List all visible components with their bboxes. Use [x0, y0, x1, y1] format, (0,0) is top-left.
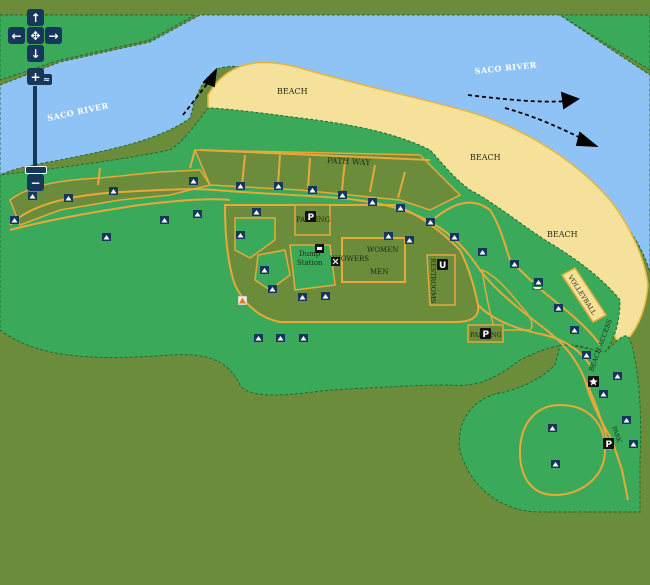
island-2: [254, 249, 291, 291]
campsite-tent-icon[interactable]: [193, 210, 202, 218]
svg-text:P: P: [606, 440, 613, 450]
campsite-tent-icon[interactable]: [368, 198, 377, 206]
campsite-tent-icon[interactable]: [28, 192, 37, 200]
campsite-tent-icon[interactable]: [298, 293, 307, 301]
forest-top-right: [558, 14, 650, 71]
label-dump-2: Station: [297, 259, 323, 267]
label-dump-1: Dump: [299, 250, 321, 258]
campsite-tent-icon[interactable]: [321, 292, 330, 300]
label-showers: SHOWERS: [330, 255, 369, 263]
pan-left-button[interactable]: ←: [8, 27, 25, 44]
label-beach-east: BEACH: [547, 230, 578, 239]
campsite-tent-icon[interactable]: [308, 186, 317, 194]
pan-right-button[interactable]: →: [45, 27, 62, 44]
campsite-tent-icon[interactable]: [109, 187, 118, 195]
campsite-tent-icon[interactable]: [64, 194, 73, 202]
pan-up-button[interactable]: ↑: [27, 9, 44, 26]
campsite-tent-icon[interactable]: [189, 177, 198, 185]
campsite-tent-icon[interactable]: [274, 182, 283, 190]
svg-text:P: P: [308, 213, 315, 223]
campsite-tent-icon[interactable]: [384, 232, 393, 240]
zoom-in-button[interactable]: +: [27, 68, 44, 85]
campsite-tent-icon[interactable]: [254, 334, 263, 342]
campsite-tent-icon[interactable]: [551, 460, 560, 468]
campsite-tent-icon[interactable]: [570, 326, 579, 334]
campsite-tent-icon[interactable]: [10, 216, 19, 224]
campsite-tent-icon[interactable]: [548, 424, 557, 432]
river-flow-arrows: [182, 67, 599, 148]
meadow-east: [481, 268, 533, 331]
campsite-tent-icon[interactable]: [599, 390, 608, 398]
campsite-tent-icon[interactable]: [582, 351, 591, 359]
parking-icon[interactable]: P: [603, 438, 614, 450]
pan-center-button[interactable]: ✥: [27, 27, 44, 44]
campsite-tent-icon[interactable]: [478, 248, 487, 256]
campsite-tent-icon[interactable]: [102, 233, 111, 241]
campsite-tent-icon[interactable]: [622, 416, 631, 424]
campsite-tent-icon[interactable]: [554, 304, 563, 312]
restroom-icon[interactable]: U: [437, 259, 448, 271]
zoom-out-button[interactable]: −: [27, 174, 44, 191]
road-network: [9, 149, 629, 501]
volleyball-court: [560, 267, 608, 323]
dump-station-icon[interactable]: [315, 244, 324, 253]
campsite-tent-icon[interactable]: [629, 440, 638, 448]
svg-text:P: P: [483, 330, 490, 340]
label-beach-mid: BEACH: [470, 153, 501, 162]
campsite-tent-icon[interactable]: [276, 334, 285, 342]
pan-down-button[interactable]: ↓: [27, 45, 44, 62]
campsite-tent-icon[interactable]: [613, 372, 622, 380]
campsite-tent-icon[interactable]: [426, 218, 435, 226]
campsite-tent-icon[interactable]: [236, 231, 245, 239]
campsite-tent-icon[interactable]: [405, 236, 414, 244]
label-beach-north: BEACH: [277, 87, 308, 96]
parking-icon[interactable]: P: [305, 211, 316, 223]
zoom-slider-handle[interactable]: [25, 166, 47, 174]
island-1: [234, 217, 276, 259]
meadow-northwest: [9, 169, 212, 226]
layers-icon[interactable]: ≈: [41, 74, 52, 85]
label-men: MEN: [370, 268, 388, 276]
campsite-tent-icon[interactable]: [299, 334, 308, 342]
svg-text:U: U: [439, 261, 446, 271]
campsite-tent-icon[interactable]: [236, 182, 245, 190]
beach-access-star-icon[interactable]: [588, 376, 599, 387]
campsite-tent-icon[interactable]: [396, 204, 405, 212]
zoom-slider-track[interactable]: [33, 86, 37, 172]
campsite-tent-icon[interactable]: [252, 208, 261, 216]
showers-icon[interactable]: [331, 257, 340, 266]
campsite-tent-icon[interactable]: [510, 260, 519, 268]
parking-icon[interactable]: P: [480, 328, 491, 340]
campsite-tent-icon[interactable]: [160, 216, 169, 224]
campsite-tent-icon[interactable]: [268, 285, 277, 293]
campsite-tent-icon[interactable]: [260, 266, 269, 274]
campsite-tent-icon[interactable]: [450, 233, 459, 241]
label-restrooms: RESTROOMS: [429, 258, 437, 303]
label-path-way: PATH WAY: [327, 156, 372, 167]
campsite-markers: [10, 177, 638, 468]
campsite-tent-icon[interactable]: [534, 278, 543, 286]
label-women: WOMEN: [367, 246, 398, 254]
campsite-tent-icon[interactable]: [338, 191, 347, 199]
camp-fire-icon[interactable]: [237, 295, 248, 306]
